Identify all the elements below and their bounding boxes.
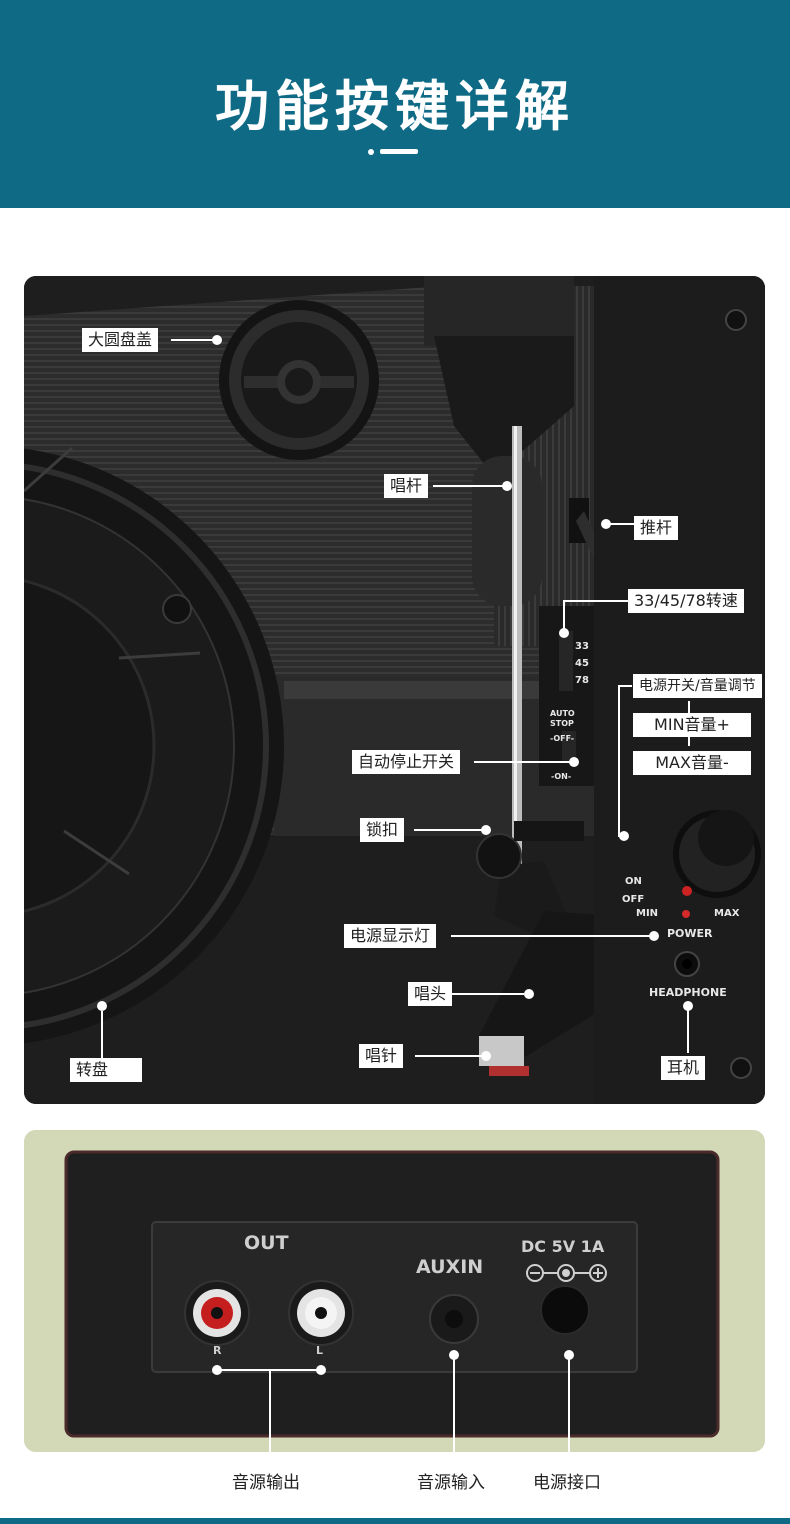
on-print: ON (625, 876, 642, 887)
auxin-print: AUXIN (416, 1256, 484, 1278)
label-cartridge: 唱头 (408, 982, 453, 1006)
label-lever: 推杆 (634, 516, 679, 540)
speed-45-print: 45 (575, 658, 589, 669)
polarity-symbol (526, 1264, 607, 1282)
label-leader-lines (101, 339, 690, 1059)
label-autostop: 自动停止开关 (352, 750, 461, 774)
page-title: 功能按键详解 (215, 75, 575, 138)
header-decoration-bar (380, 149, 418, 154)
label-min-volume: MIN音量+ (633, 713, 751, 737)
label-lock: 锁扣 (360, 818, 405, 842)
headphone-print: HEADPHONE (649, 986, 727, 999)
r-print: R (213, 1344, 222, 1357)
label-headphone: 耳机 (661, 1056, 706, 1080)
label-cover: 大圆盘盖 (82, 328, 159, 352)
dc-print: DC 5V 1A (521, 1237, 605, 1256)
auto-print: AUTO (550, 709, 575, 718)
speed-33-print: 33 (575, 641, 589, 652)
header-banner: 功能按键详解 (0, 0, 790, 208)
label-stylus: 唱针 (359, 1044, 404, 1068)
back-leader-lines (217, 1355, 570, 1452)
back-panel-illustration (24, 1130, 765, 1452)
l-print: L (316, 1344, 324, 1357)
label-tonearm: 唱杆 (384, 474, 429, 498)
out-print: OUT (244, 1232, 289, 1254)
turntable-photo: 33 45 78 AUTO STOP -OFF- -ON- ON OFF MIN… (24, 276, 765, 1104)
label-anchor-dots (97, 335, 693, 1061)
caption-power-jack: 电源接口 (533, 1473, 601, 1493)
label-platter: 转盘 (70, 1058, 142, 1082)
stop-print: STOP (550, 719, 574, 728)
max-print: MAX (714, 908, 740, 919)
label-power-volume: 电源开关/音量调节 (633, 674, 762, 698)
caption-audio-in: 音源输入 (417, 1473, 485, 1493)
off-print: OFF (622, 894, 645, 905)
label-speed: 33/45/78转速 (628, 589, 744, 613)
back-panel-photo: OUT R L AUXIN DC 5V 1A (24, 1130, 765, 1452)
footer-bar (0, 1518, 790, 1524)
label-power-led: 电源显示灯 (344, 924, 437, 948)
back-anchor-dots (212, 1350, 574, 1375)
on-small-print: -ON- (551, 772, 572, 781)
turntable-illustration (24, 276, 765, 1104)
off-small-print: -OFF- (550, 734, 575, 743)
power-print: POWER (667, 927, 713, 940)
caption-audio-out: 音源输出 (232, 1473, 300, 1493)
speed-78-print: 78 (575, 675, 589, 686)
label-max-volume: MAX音量- (633, 751, 751, 775)
min-print: MIN (636, 908, 659, 919)
header-decoration-dot (368, 149, 374, 155)
